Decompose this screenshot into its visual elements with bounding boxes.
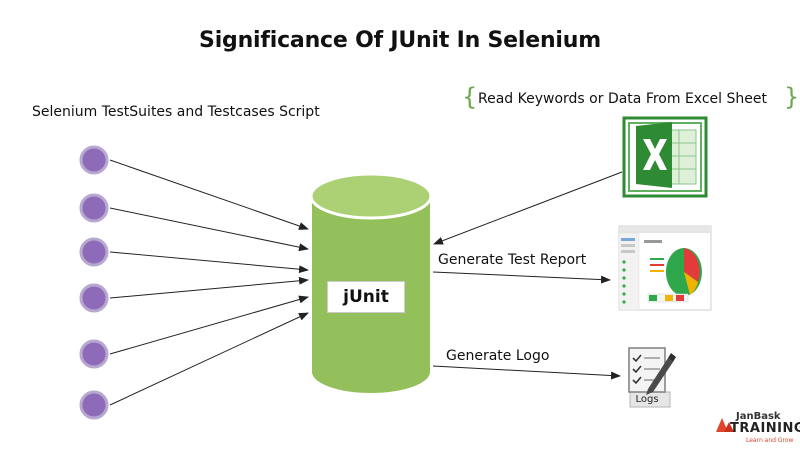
janbask-logo-icon [716,418,734,432]
report-label: Generate Test Report [438,252,587,268]
arrow-node-1 [109,159,309,230]
arrow-junit-to-logs [432,365,621,380]
arrow-junit-to-report [432,271,611,284]
excel-icon [622,116,708,198]
excel-label: Read Keywords or Data From Excel Sheet [478,91,767,107]
brace-close: } [784,83,800,111]
arrow-node-4 [109,276,309,299]
junit-label: jUnit [327,281,405,313]
script-node-4 [79,283,109,313]
arrow-node-3 [109,251,309,274]
test-report-icon [618,225,712,311]
page-title: Significance Of JUnit In Selenium [199,28,601,53]
arrow-node-5 [109,295,309,355]
logs-icon-text: Logs [635,394,659,405]
logs-label: Generate Logo [446,348,550,364]
logs-icon [628,347,676,408]
arrow-node-2 [109,207,309,252]
script-node-6 [79,390,109,420]
script-node-2 [79,193,109,223]
brand-tagline: Learn and Grow [746,437,794,444]
arrow-excel-to-junit [433,171,623,245]
left-label: Selenium TestSuites and Testcases Script [32,104,320,120]
arrow-node-6 [109,312,309,406]
janbask-logo: JanBask TRAINING Learn and Grow [712,411,800,445]
brand-name: JanBask [736,411,781,422]
script-node-3 [79,237,109,267]
brace-open: { [462,83,478,111]
script-node-1 [79,145,109,175]
script-node-5 [79,339,109,369]
brand-training: TRAINING [730,421,800,436]
